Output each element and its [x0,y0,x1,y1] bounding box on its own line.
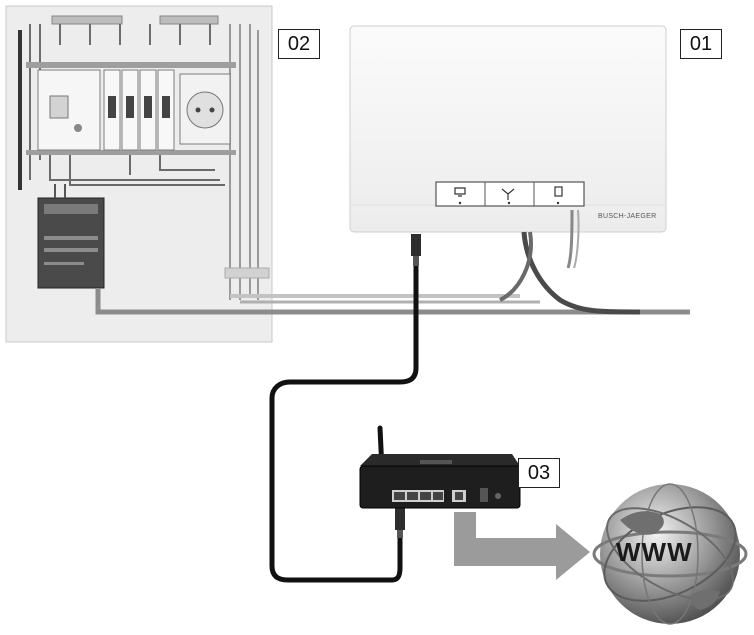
device-icon [554,186,563,197]
system-access-point [349,25,667,315]
router-icon [359,425,521,509]
device-brand: BUSCH-JAEGER [598,213,657,220]
globe-icon [592,483,748,625]
globe-www-text: WWW [616,537,693,567]
distribution-board [5,5,690,343]
circuit-breakers [103,69,175,151]
label-01: 01 [680,29,722,59]
arrow-right-icon [454,512,590,580]
network-icon [501,188,515,200]
power-supply-icon [37,197,105,289]
status-led-panel [435,181,585,207]
network-cable-icon [269,234,421,583]
label-03: 03 [518,458,560,488]
power-icon [454,187,466,197]
label-02: 02 [278,29,320,59]
